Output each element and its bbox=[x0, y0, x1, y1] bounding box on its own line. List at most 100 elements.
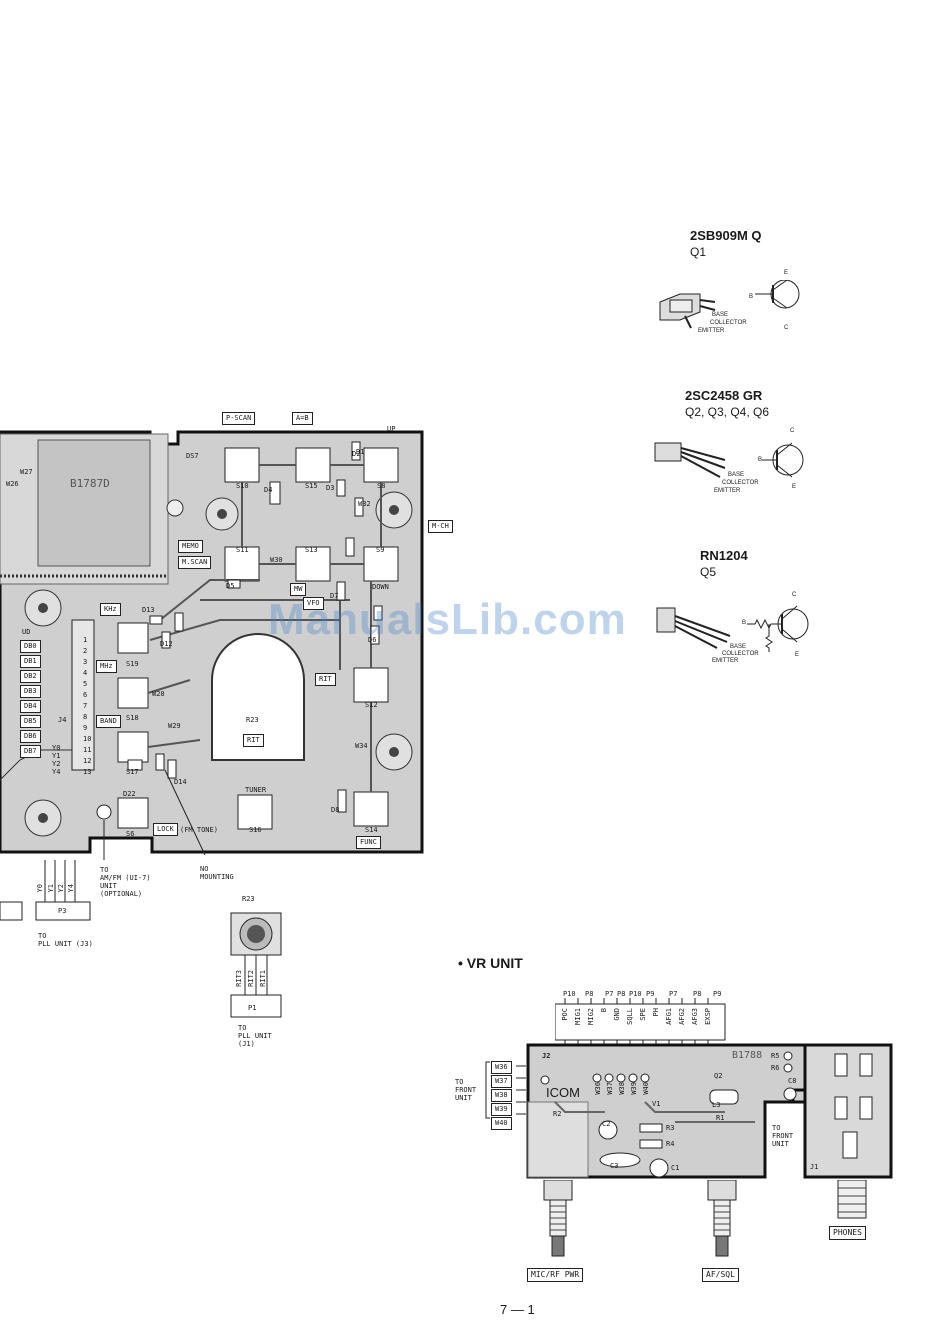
p3-pin-y4: Y4 bbox=[67, 884, 75, 893]
switch-s15: S15 bbox=[305, 482, 318, 490]
y-line: Y1 bbox=[52, 752, 61, 760]
switch-s13: S13 bbox=[305, 546, 318, 554]
db-line: DB6 bbox=[20, 730, 41, 743]
vr-group-p10: P10 bbox=[563, 990, 576, 998]
j4-pin: 12 bbox=[83, 757, 92, 765]
vr-w-label: W40 bbox=[491, 1117, 512, 1130]
p1-pin-rit3: RIT3 bbox=[235, 970, 243, 987]
part-d1: D1 bbox=[356, 448, 365, 456]
p1-label: P1 bbox=[248, 1004, 257, 1012]
q2-part-number: 2SC2458 GR bbox=[685, 388, 763, 403]
vr-board-w39: W39 bbox=[630, 1082, 638, 1095]
p3-label: P3 bbox=[58, 907, 67, 915]
band-label: BAND bbox=[96, 715, 121, 728]
rit-label-r23: RIT bbox=[243, 734, 264, 747]
vr-j2-label: J2 bbox=[542, 1052, 551, 1060]
switch-s9: S9 bbox=[376, 546, 385, 554]
part-d5: D5 bbox=[226, 582, 235, 590]
j4-pin: 3 bbox=[83, 658, 88, 666]
m-scan-label: M.SCAN bbox=[178, 556, 212, 569]
switch-s14: S14 bbox=[365, 826, 378, 834]
vr-l3: L3 bbox=[712, 1101, 721, 1109]
vr-group-p10b: P10 bbox=[629, 990, 642, 998]
switch-s17: S17 bbox=[126, 768, 139, 776]
switch-s12: S12 bbox=[365, 701, 378, 709]
vr-w-connector-list: W36 W37 W38 W39 W40 bbox=[491, 1061, 512, 1131]
vr-pin-mig2: MIG2 bbox=[587, 1008, 595, 1025]
vr-pin-afg1: AFG1 bbox=[665, 1008, 673, 1025]
ds7-label: DS7 bbox=[186, 452, 199, 460]
q5-sym-e: E bbox=[795, 652, 800, 658]
vr-r1: R1 bbox=[716, 1114, 725, 1122]
vr-pin-ph: PH bbox=[652, 1008, 660, 1017]
vr-c1: C1 bbox=[671, 1164, 680, 1172]
part-d22: D22 bbox=[123, 790, 136, 798]
q5-sym-c: C bbox=[792, 592, 797, 598]
j4-label: J4 bbox=[58, 716, 67, 724]
vr-group-p8: P8 bbox=[585, 990, 594, 998]
p3-pin-y1: Y1 bbox=[47, 884, 55, 893]
manualslib-watermark: ManualsLib.com bbox=[268, 595, 627, 644]
vr-board-w40: W40 bbox=[642, 1082, 650, 1095]
switch-s8: S8 bbox=[377, 482, 386, 490]
j4-pin: 6 bbox=[83, 691, 88, 699]
db-line: DB4 bbox=[20, 700, 41, 713]
wire-w29: W29 bbox=[168, 722, 181, 730]
vr-pin-afg3: AFG3 bbox=[691, 1008, 699, 1025]
q2-sym-e: E bbox=[792, 484, 797, 490]
mw-label: MW bbox=[290, 583, 307, 596]
q2-package-diagram bbox=[654, 442, 804, 478]
db-line: DB0 bbox=[20, 640, 41, 653]
p3-connector-wires bbox=[0, 860, 91, 921]
vr-r2: R2 bbox=[553, 1110, 562, 1118]
p3-pin-y2: Y2 bbox=[57, 884, 65, 893]
front-board-pcb bbox=[0, 430, 424, 860]
r23-potentiometer bbox=[230, 912, 282, 1018]
vr-c3: C3 bbox=[610, 1162, 619, 1170]
switch-s18: S18 bbox=[126, 714, 139, 722]
q2-pin-collector: COLLECTOR bbox=[722, 480, 759, 486]
vr-pin-spe: SPE bbox=[639, 1008, 647, 1021]
vr-r6: R6 bbox=[771, 1064, 780, 1072]
vr-w-label: W38 bbox=[491, 1089, 512, 1102]
db-line: DB3 bbox=[20, 685, 41, 698]
j4-pin: 2 bbox=[83, 647, 88, 655]
vr-pin-afg2: AFG2 bbox=[678, 1008, 686, 1025]
y-line: Y4 bbox=[52, 768, 61, 776]
part-d12: D12 bbox=[160, 640, 173, 648]
icom-logo: ICOM bbox=[546, 1085, 580, 1100]
chip-b1787d-label: B1787D bbox=[70, 477, 110, 490]
vr-c2: C2 bbox=[602, 1120, 611, 1128]
vr-unit-title: • VR UNIT bbox=[458, 955, 523, 971]
db-signal-list: DB0 DB1 DB2 DB3 DB4 DB5 DB6 DB7 bbox=[20, 640, 41, 760]
q5-part-number: RN1204 bbox=[700, 548, 748, 563]
q1-part-number: 2SB909M Q bbox=[690, 228, 762, 243]
q1-sym-b: B bbox=[749, 294, 754, 300]
phones-label: PHONES bbox=[829, 1226, 866, 1240]
vr-pin-exsp: EXSP bbox=[704, 1008, 712, 1025]
a-equals-b-label: A=B bbox=[292, 412, 313, 425]
j4-pin: 11 bbox=[83, 746, 92, 754]
q2-sym-b: B bbox=[758, 457, 763, 463]
vr-r4: R4 bbox=[666, 1140, 675, 1148]
part-d6: D6 bbox=[368, 636, 377, 644]
vr-w-label: W36 bbox=[491, 1061, 512, 1074]
mic-rf-pwr-label: MIC/RF PWR bbox=[527, 1268, 584, 1282]
q1-ref: Q1 bbox=[690, 245, 707, 259]
q5-pin-collector: COLLECTOR bbox=[722, 651, 759, 657]
fm-tone-label: (FM TONE) bbox=[180, 826, 218, 834]
vr-pin-b: B bbox=[600, 1008, 608, 1013]
mhz-label: MHz bbox=[96, 660, 117, 673]
page-number: 7 — 1 bbox=[500, 1302, 535, 1317]
no-mounting-note: NO MOUNTING bbox=[200, 865, 234, 881]
q5-pin-base: BASE bbox=[730, 644, 747, 650]
vr-group-p7: P7 bbox=[605, 990, 614, 998]
vr-group-p8c: P8 bbox=[693, 990, 702, 998]
m-ch-label: M-CH bbox=[428, 520, 453, 533]
p-scan-label: P-SCAN bbox=[222, 412, 256, 425]
vr-group-p9b: P9 bbox=[713, 990, 722, 998]
q2-pin-base: BASE bbox=[728, 472, 745, 478]
q1-pin-collector: COLLECTOR bbox=[710, 320, 747, 326]
j4-pin: 7 bbox=[83, 702, 88, 710]
to-pll-unit-j3-note: TO PLL UNIT (J3) bbox=[38, 932, 93, 948]
